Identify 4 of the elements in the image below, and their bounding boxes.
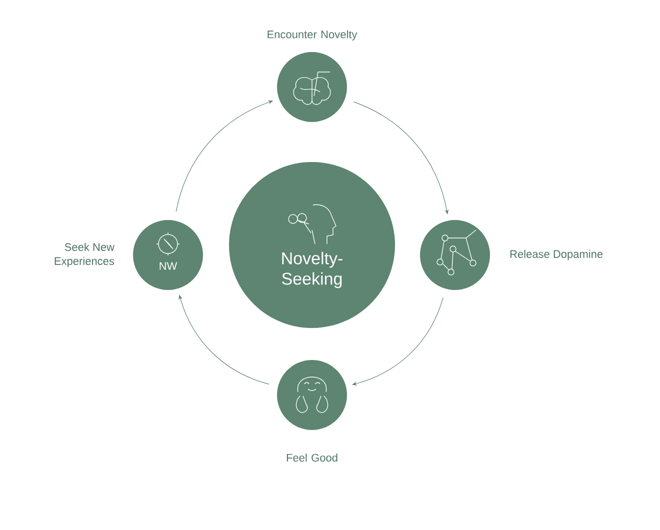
step-label: Encounter Novelty [268,30,358,40]
step-label: Release Dopamine [510,250,603,260]
step-label: Feel Good [286,454,338,462]
step-label: Seek New Experiences [54,242,114,268]
